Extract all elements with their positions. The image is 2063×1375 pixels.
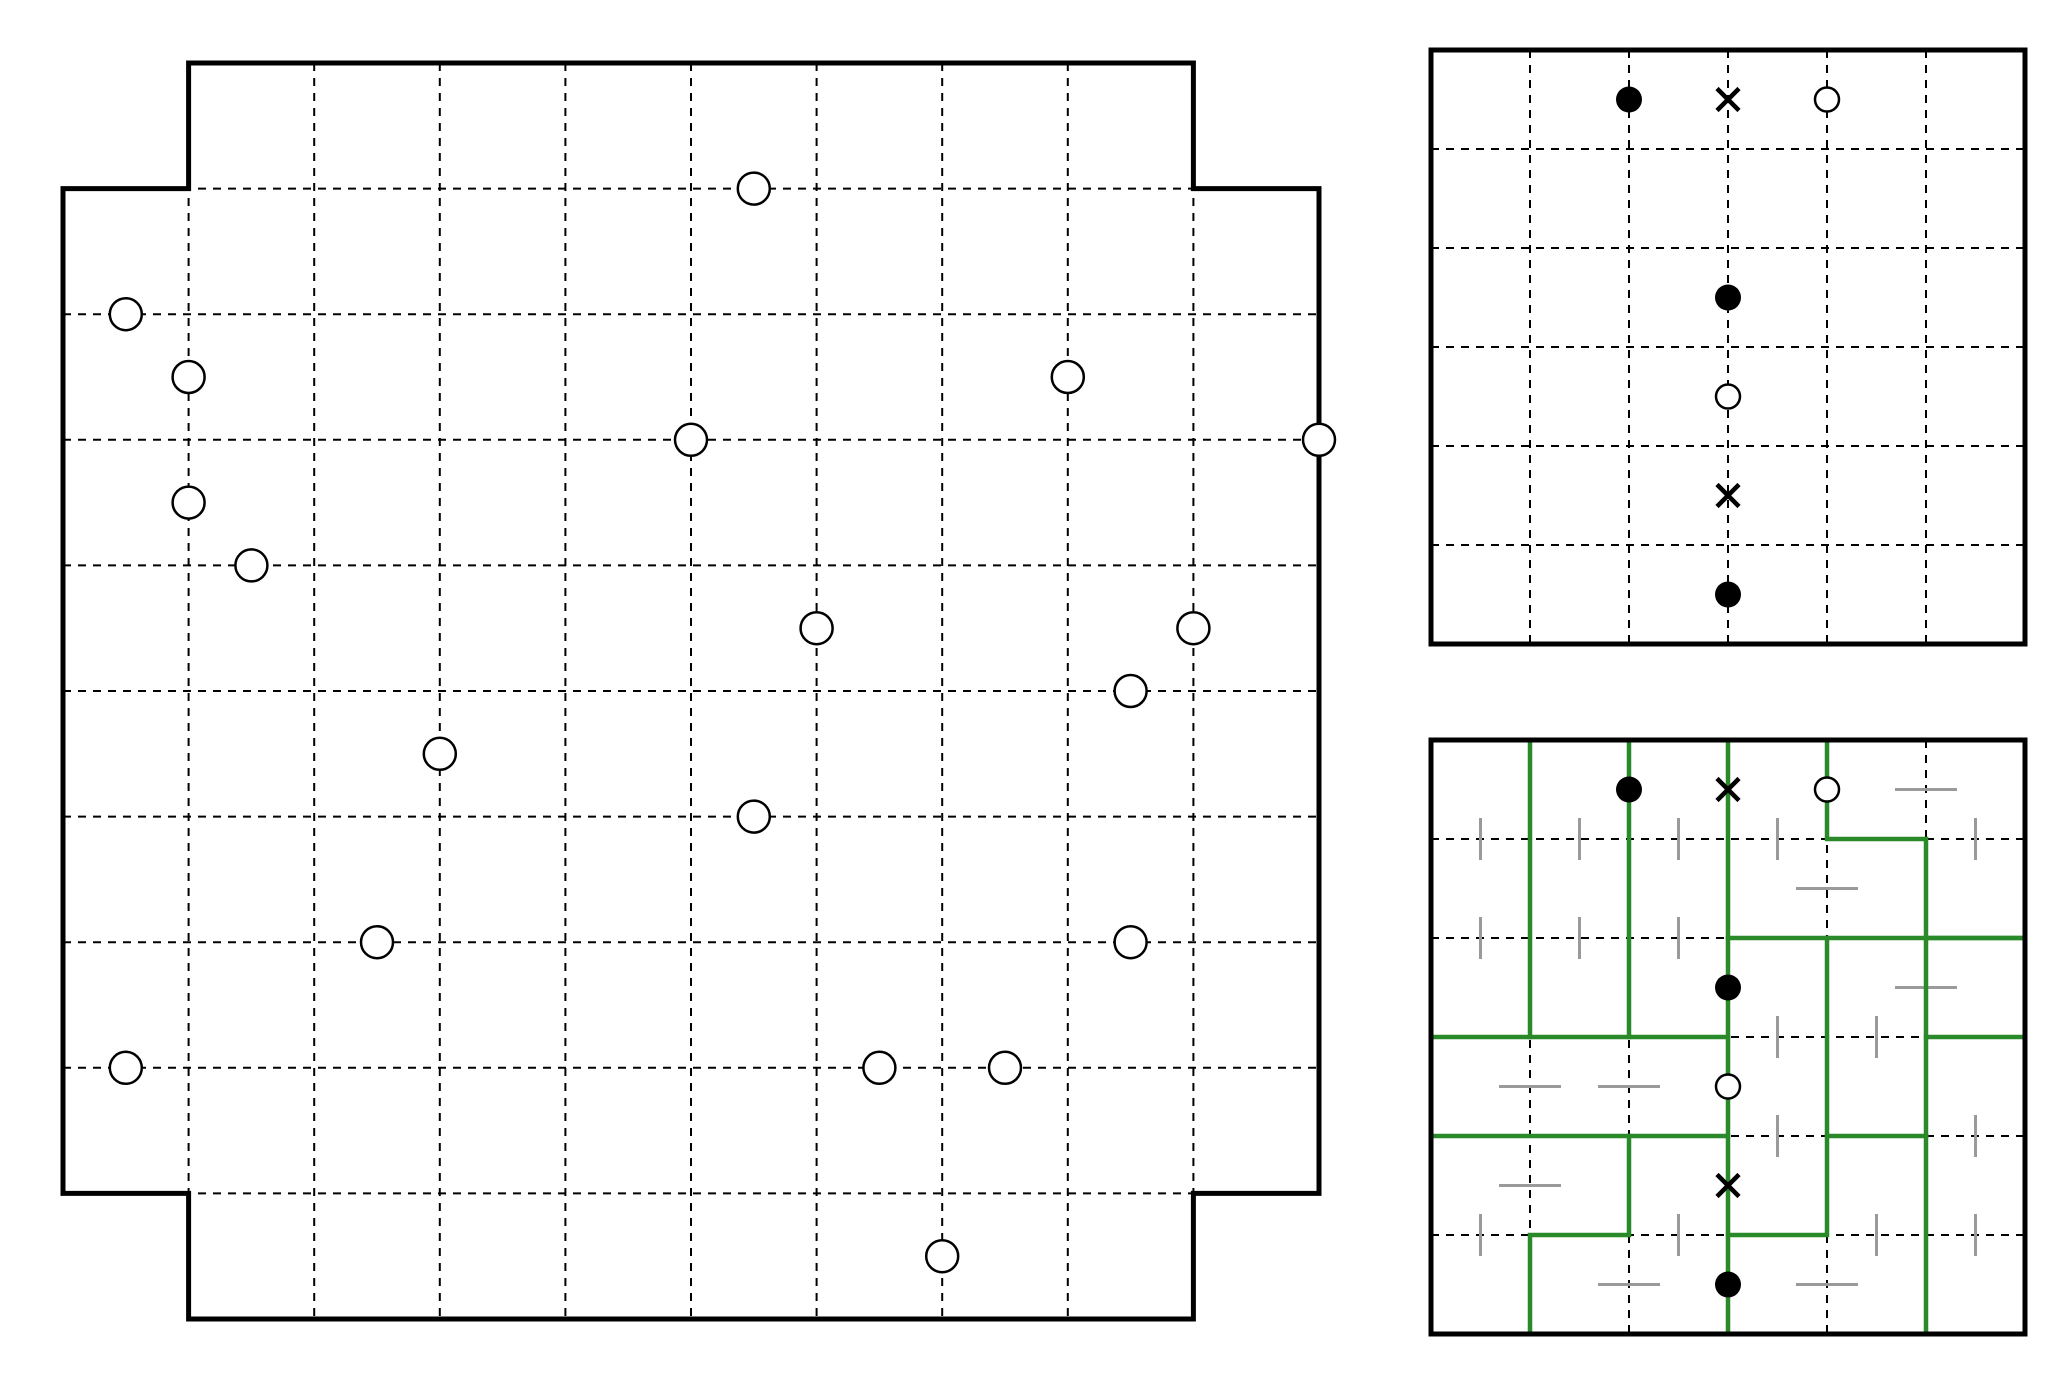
- white-circle-clue: [171, 359, 206, 395]
- cross-clue: [1715, 1172, 1741, 1199]
- notch-blank: [1196, 59, 1322, 185]
- white-circle-clue: [736, 171, 772, 206]
- white-circle-clue: [736, 799, 772, 834]
- white-circle-clue: [108, 1050, 144, 1086]
- example-puzzle-border: [1428, 47, 2028, 647]
- white-circle-clue: [422, 736, 458, 772]
- example-solution-grid: [1428, 737, 2028, 1337]
- solution-walls: [1428, 737, 2028, 1337]
- main-puzzle-grid: [59, 59, 1337, 1322]
- black-circle-clue: [1616, 86, 1642, 113]
- white-circle-clue: [1813, 86, 1841, 113]
- white-circle-clue: [171, 485, 206, 520]
- white-circle-clue: [862, 1050, 897, 1086]
- white-circle-clue: [799, 610, 834, 646]
- white-circle-clue: [108, 296, 144, 332]
- white-circle-clue: [1113, 924, 1148, 960]
- solution-wall: [1725, 935, 1830, 1238]
- cross-stroke: [1715, 776, 1741, 803]
- white-circle-clue: [673, 422, 709, 458]
- solution-puzzle-border: [1428, 737, 2028, 1337]
- black-circle-clue: [1715, 581, 1741, 608]
- example-grid-lines: [1431, 50, 2025, 644]
- cross-stroke: [1715, 1172, 1741, 1199]
- notch-blank: [59, 1196, 185, 1322]
- main-grid-lines: [59, 59, 1322, 1322]
- cross-stroke: [1715, 482, 1741, 509]
- white-circle-clue: [1113, 673, 1148, 709]
- solution-clues: [1616, 776, 1841, 1298]
- solution-wall: [1923, 1034, 2028, 1337]
- cross-clue: [1715, 482, 1741, 509]
- black-circle-clue: [1715, 284, 1741, 311]
- main-puzzle-border: [60, 60, 1322, 1322]
- white-circle-clue: [234, 548, 269, 583]
- white-circle-clue: [1714, 1073, 1742, 1100]
- notch-blank: [1196, 1196, 1322, 1322]
- solution-dash-marks: [1479, 788, 1977, 1286]
- notch-blank: [59, 59, 185, 185]
- example-puzzle-grid: [1428, 47, 2028, 647]
- white-circle-clue: [1301, 422, 1337, 458]
- main-clues: [108, 171, 1337, 1274]
- black-circle-clue: [1715, 974, 1741, 1001]
- cross-clue: [1715, 776, 1741, 803]
- white-circle-clue: [1176, 610, 1211, 646]
- black-circle-clue: [1715, 1271, 1741, 1298]
- solution-wall: [1824, 737, 2028, 941]
- white-circle-clue: [1813, 776, 1841, 803]
- example-clues: [1616, 86, 1841, 608]
- white-circle-clue: [1050, 359, 1086, 395]
- solution-wall: [1527, 1133, 1632, 1337]
- white-circle-clue: [359, 924, 395, 960]
- white-circle-clue: [1714, 383, 1742, 410]
- cross-clue: [1715, 86, 1741, 113]
- black-circle-clue: [1616, 776, 1642, 803]
- white-circle-clue: [987, 1050, 1023, 1086]
- cross-stroke: [1715, 86, 1741, 113]
- white-circle-clue: [924, 1238, 960, 1274]
